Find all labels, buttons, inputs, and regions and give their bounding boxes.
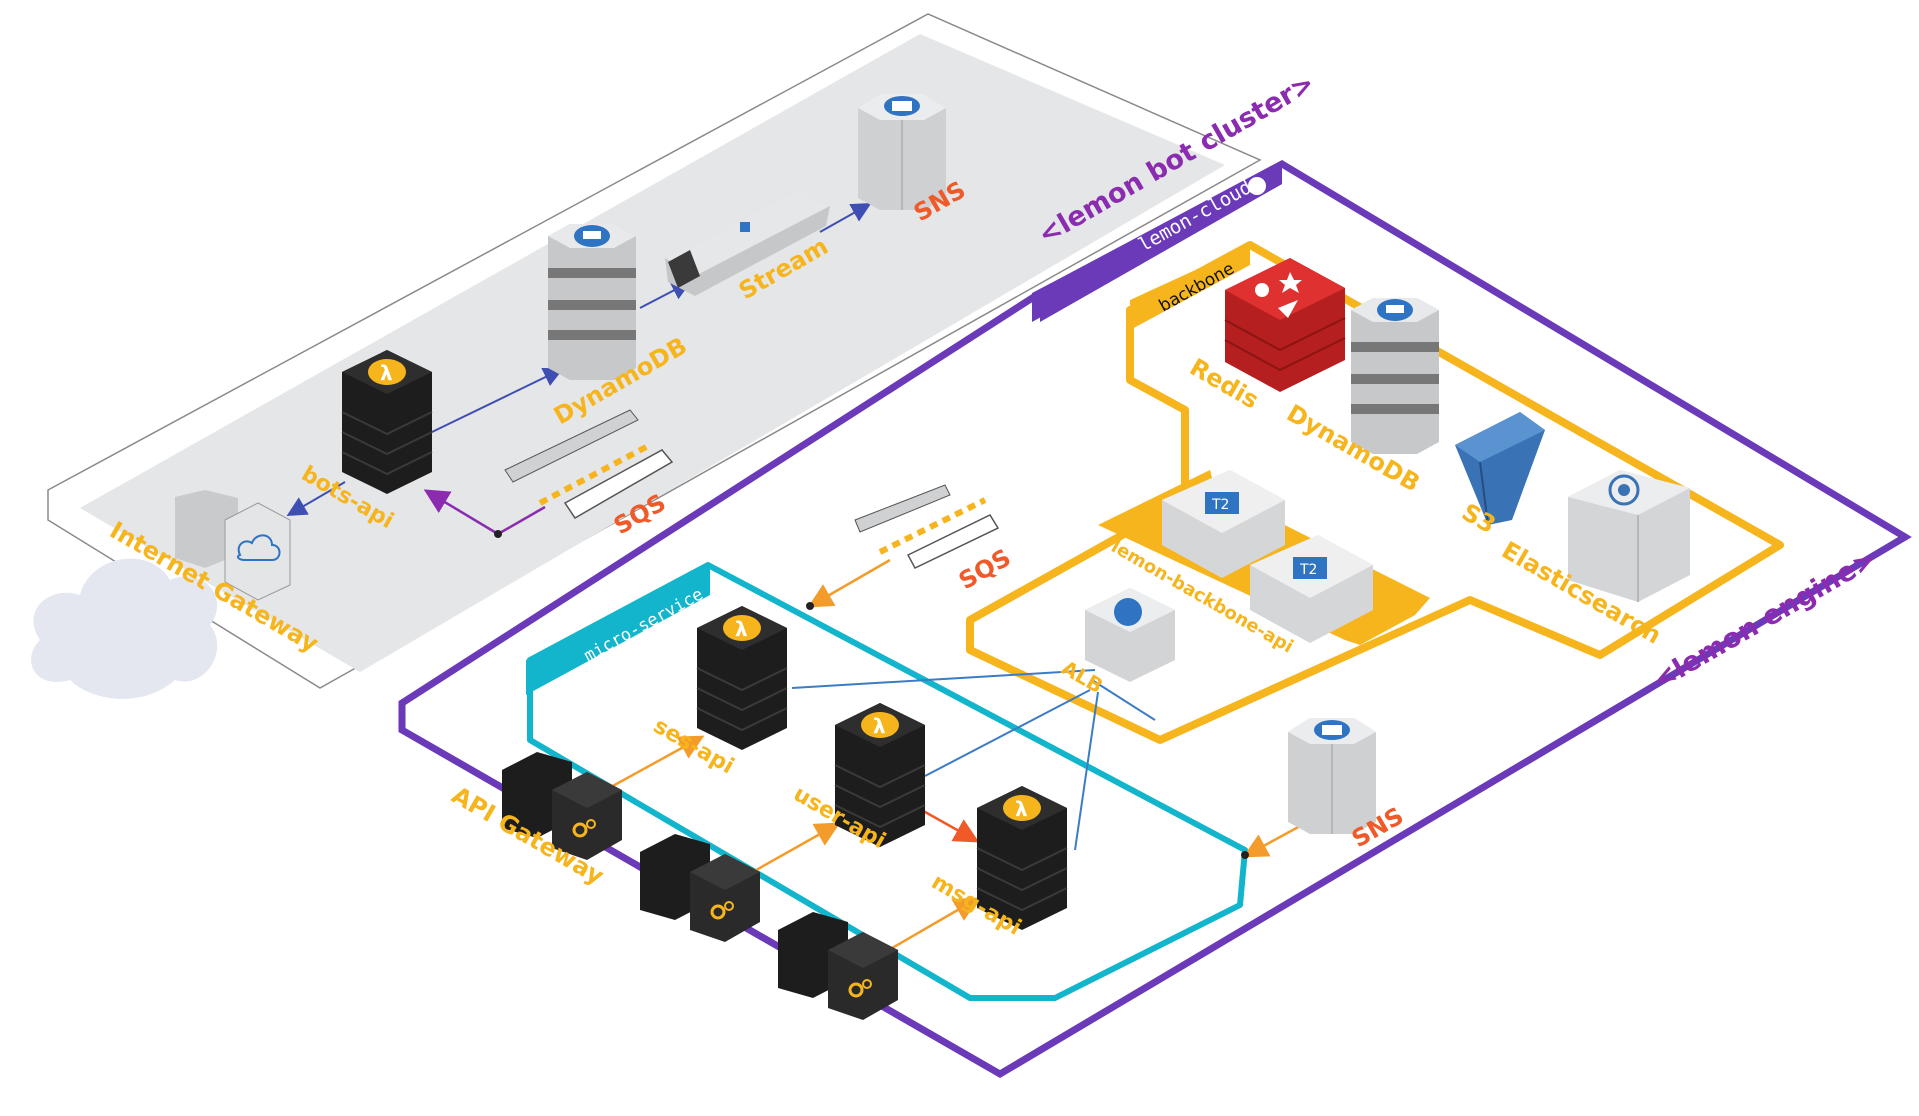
internet-cloud-icon bbox=[31, 558, 218, 699]
sqs-to-micro-arrow bbox=[807, 558, 891, 608]
lambda-icon: λ bbox=[735, 617, 748, 641]
bots-to-dynamodb-arrow bbox=[431, 367, 564, 433]
connectors bbox=[286, 203, 1303, 957]
bots-api-node[interactable]: λ bbox=[341, 349, 433, 495]
lambda-icon: λ bbox=[873, 714, 886, 738]
stream-node[interactable] bbox=[665, 190, 830, 296]
s3-node[interactable] bbox=[1455, 412, 1545, 526]
sqs-top-node[interactable] bbox=[504, 409, 674, 520]
envelope-icon bbox=[892, 101, 912, 111]
lambda-icon: λ bbox=[380, 361, 393, 385]
user-api-node[interactable]: λ bbox=[834, 702, 926, 848]
elasticsearch-node[interactable] bbox=[1568, 470, 1690, 602]
cloud-icon bbox=[236, 534, 281, 561]
sns-to-micro-arrow bbox=[1242, 823, 1303, 858]
redis-node[interactable] bbox=[1224, 258, 1346, 392]
search-icon bbox=[1608, 474, 1640, 506]
database-icon bbox=[1386, 305, 1404, 313]
gateway-to-ses-arrow bbox=[599, 735, 705, 795]
sqs-to-bots-arrow bbox=[423, 489, 499, 536]
branch-icon bbox=[1114, 598, 1142, 626]
cloud-badge-icon bbox=[1248, 177, 1266, 195]
dynamodb-backbone-node[interactable] bbox=[1351, 298, 1439, 454]
gateway-to-user-arrow bbox=[741, 822, 841, 880]
svg-text:T2: T2 bbox=[1299, 562, 1317, 578]
user-to-msg-arrow bbox=[917, 806, 980, 843]
gateway-to-msg-arrow bbox=[879, 897, 980, 957]
envelope-icon bbox=[1322, 725, 1342, 735]
internet-gateway-node[interactable] bbox=[175, 490, 291, 601]
database-icon bbox=[583, 231, 601, 239]
stream-to-sns-arrow bbox=[819, 203, 872, 233]
svg-text:T2: T2 bbox=[1211, 497, 1229, 513]
ses-api-node[interactable]: λ bbox=[696, 605, 788, 751]
t2-box-a: T2 bbox=[1162, 470, 1285, 578]
alb-node[interactable] bbox=[1085, 588, 1175, 682]
dynamodb-top-node[interactable] bbox=[548, 224, 636, 380]
t2-box-b: T2 bbox=[1250, 535, 1373, 643]
sns-top-node[interactable] bbox=[857, 93, 947, 211]
stream-icon bbox=[740, 222, 750, 232]
lambda-icon: λ bbox=[1015, 797, 1028, 821]
backbone-api-node[interactable]: T2 T2 bbox=[1098, 470, 1430, 645]
bots-to-gateway-arrow bbox=[286, 481, 346, 517]
sqs-engine-node[interactable] bbox=[854, 484, 1000, 569]
msg-api-node[interactable]: λ bbox=[976, 785, 1068, 931]
sns-engine-node[interactable] bbox=[1287, 717, 1377, 835]
